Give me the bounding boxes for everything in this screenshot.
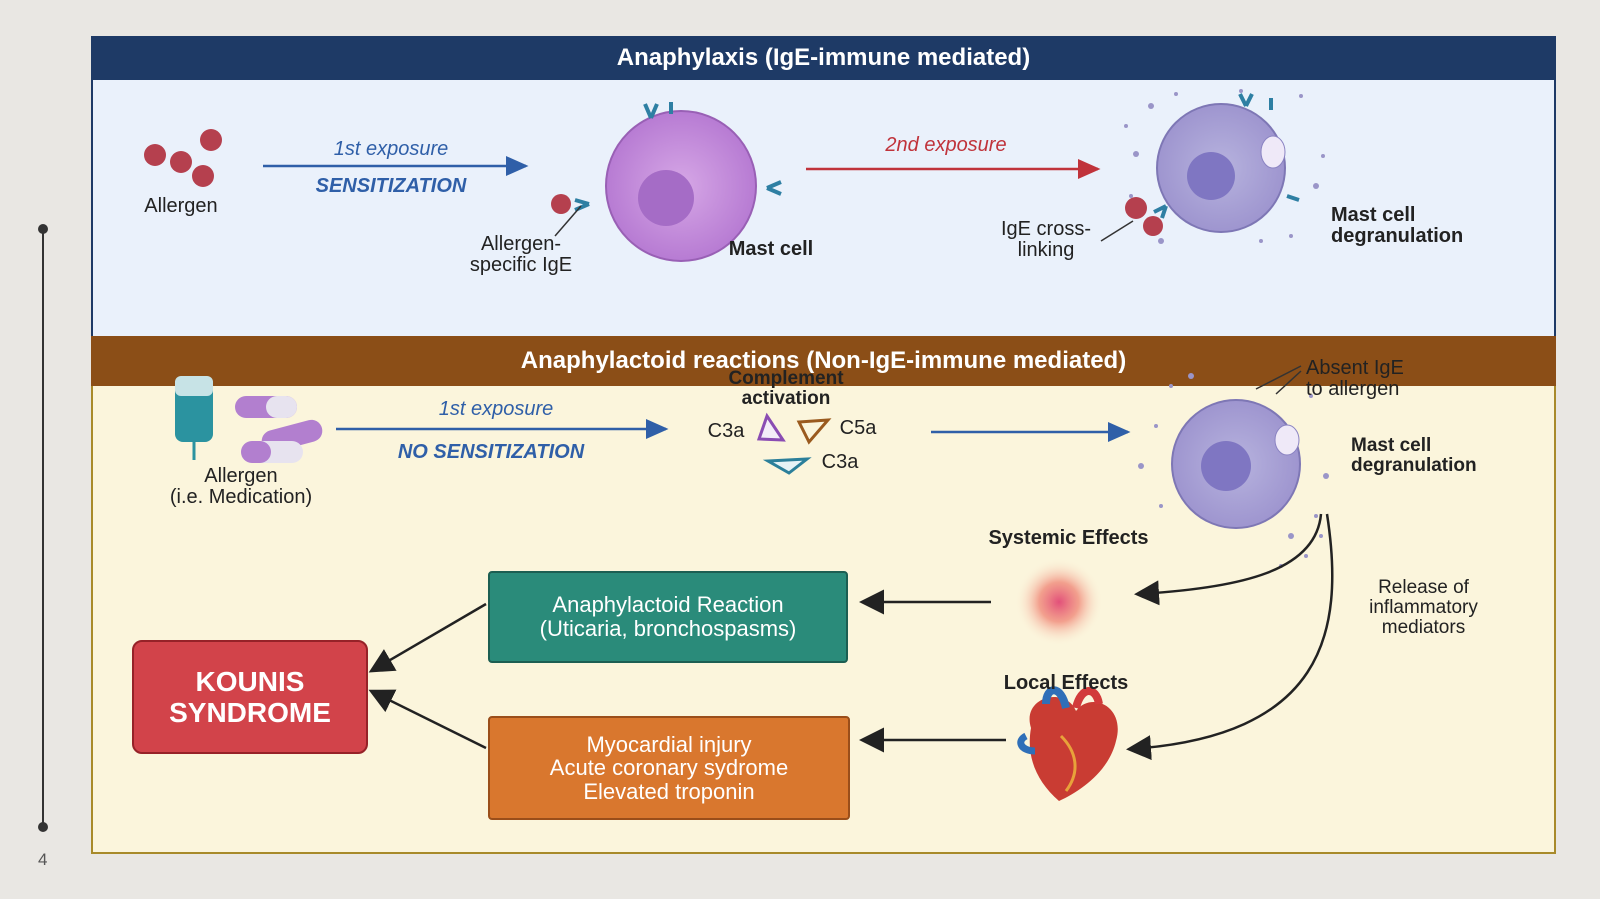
absent-ige-label: Absent IgE to allergen xyxy=(1306,358,1436,400)
mast-cell-degranulation-label: Mast cell degranulation xyxy=(1331,205,1501,247)
reaction-box-line-1: Anaphylactoid Reaction xyxy=(552,592,784,618)
mast-cell-label: Mast cell xyxy=(728,238,814,260)
absent-ige-line-1: Absent IgE xyxy=(1306,357,1404,379)
allergen-specific-ige-line-1: Allergen- xyxy=(480,233,562,255)
release-mediators-label: Release of inflammatory mediators xyxy=(1346,578,1501,638)
complement-activation-line-1: Complement xyxy=(728,368,844,389)
first-exposure-label: 1st exposure xyxy=(333,138,449,160)
degranulation-line-2: degranulation xyxy=(1331,225,1464,247)
allergen-particles-icon xyxy=(144,129,222,187)
second-exposure-label: 2nd exposure xyxy=(885,134,1007,156)
sensitization-label: SENSITIZATION xyxy=(315,175,467,197)
systemic-inflammation-icon xyxy=(1015,558,1103,646)
no-sensitization-label: NO SENSITIZATION xyxy=(397,441,585,463)
reaction-to-kounis-arrow xyxy=(368,602,487,673)
cardiac-box-line-1: Myocardial injury xyxy=(586,732,752,758)
degranulation-line-1: Mast cell xyxy=(1331,204,1416,226)
ige-cross-linking-label: IgE cross- linking xyxy=(986,219,1106,261)
mast-cell-icon xyxy=(551,102,782,262)
diagram-graphics xyxy=(144,89,1334,801)
allergen-specific-ige-line-2: specific IgE xyxy=(469,254,573,276)
ige-cross-linking-line-2: linking xyxy=(1017,239,1075,261)
degranulation-lower-line-1: Mast cell xyxy=(1351,435,1432,456)
complement-activation-line-2: activation xyxy=(741,387,831,409)
mast-cell-degranulation-lower-label: Mast cell degranulation xyxy=(1351,436,1501,476)
medication-allergen-label: Allergen (i.e. Medication) xyxy=(141,466,341,508)
release-mediators-line-2: inflammatory xyxy=(1369,596,1478,618)
allergen-label: Allergen xyxy=(144,195,218,217)
slide-timeline-line xyxy=(42,229,44,827)
kounis-line-1: KOUNIS xyxy=(195,665,305,697)
first-exposure-lower-label: 1st exposure xyxy=(438,398,554,420)
kounis-syndrome-box: KOUNIS SYNDROME xyxy=(132,640,368,754)
cardiac-effects-box: Myocardial injury Acute coronary sydrome… xyxy=(488,716,850,820)
systemic-effects-label: Systemic Effects xyxy=(988,527,1149,549)
ige-cross-linking-line-1: IgE cross- xyxy=(1000,218,1092,240)
complement-fragments-icon xyxy=(756,412,832,475)
heart-icon xyxy=(1017,686,1118,801)
timeline-dot-bottom xyxy=(38,822,48,832)
cardiac-box-line-3: Elevated troponin xyxy=(583,778,755,804)
medication-allergen-line-1: Allergen xyxy=(204,465,278,487)
c5a-label: C5a xyxy=(839,417,877,439)
anaphylactoid-reaction-box: Anaphylactoid Reaction (Uticaria, bronch… xyxy=(488,571,848,663)
medication-iv-bag-and-pills-icon xyxy=(175,376,323,463)
anaphylaxis-figure: Anaphylaxis (IgE-immune mediated) Anaphy… xyxy=(91,36,1556,854)
mediators-to-systemic-arrow xyxy=(1134,513,1323,606)
cardiac-box-line-2: Acute coronary sydrome xyxy=(549,755,789,781)
local-effects-label: Local Effects xyxy=(1003,672,1129,694)
timeline-dot-top xyxy=(38,224,48,234)
anaphylactoid-header: Anaphylactoid reactions (Non-IgE-immune … xyxy=(91,336,1556,386)
medication-allergen-line-2: (i.e. Medication) xyxy=(169,486,313,508)
page-number: 4 xyxy=(38,850,48,869)
absent-ige-line-2: to allergen xyxy=(1306,378,1400,400)
degranulation-lower-line-2: degranulation xyxy=(1351,454,1477,476)
c3a-second-label: C3a xyxy=(821,451,859,473)
degranulating-mast-cell-icon xyxy=(1100,89,1325,244)
degranulating-mast-cell-lower-icon xyxy=(1138,365,1329,568)
mediators-to-local-arrow xyxy=(1126,513,1334,761)
complement-activation-label: Complement activation xyxy=(701,369,871,409)
release-mediators-line-3: mediators xyxy=(1381,616,1466,638)
release-mediators-line-1: Release of xyxy=(1378,577,1469,598)
allergen-specific-ige-label: Allergen- specific IgE xyxy=(451,234,591,276)
cardiac-to-kounis-arrow xyxy=(368,689,487,750)
kounis-line-2: SYNDROME xyxy=(169,697,331,728)
c3a-label: C3a xyxy=(707,420,745,442)
reaction-box-line-2: (Uticaria, bronchospasms) xyxy=(539,616,797,641)
anaphylaxis-panel xyxy=(91,80,1556,336)
anaphylaxis-header: Anaphylaxis (IgE-immune mediated) xyxy=(91,36,1556,80)
